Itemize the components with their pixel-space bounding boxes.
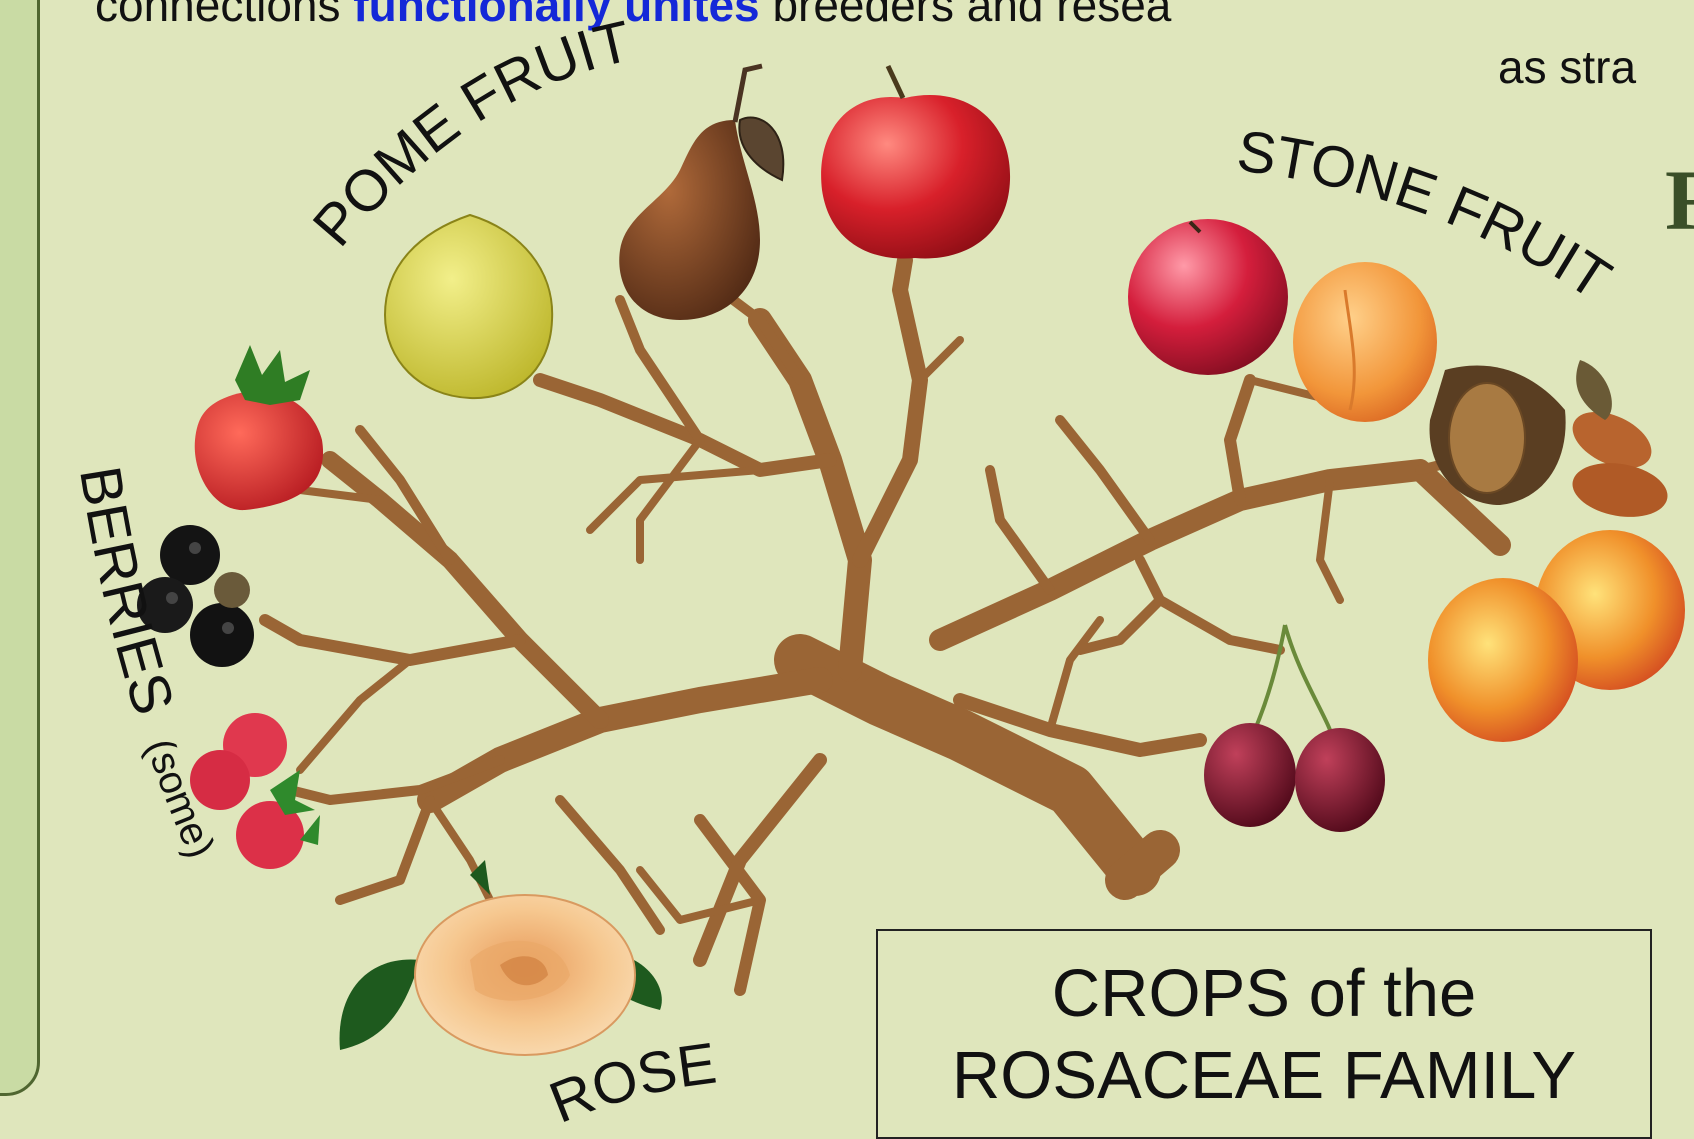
caption-line2: ROSACEAE FAMILY [878, 1035, 1650, 1117]
peach-fruit [1428, 530, 1685, 742]
berries-label: BERRIES (some) [67, 462, 223, 864]
caption-line1: CROPS of the [878, 953, 1650, 1035]
caption-box: CROPS of the ROSACEAE FAMILY [876, 929, 1652, 1139]
apricot-fruit [1293, 262, 1437, 422]
strawberry-fruit [195, 345, 323, 510]
pear-fruit [619, 66, 783, 320]
plum-fruit [1128, 219, 1288, 375]
stone-fruit-label: STONE FRUIT [1233, 118, 1622, 312]
apple-fruit [821, 66, 1010, 259]
quince-fruit [385, 215, 552, 398]
cherry-fruit [1204, 625, 1385, 832]
